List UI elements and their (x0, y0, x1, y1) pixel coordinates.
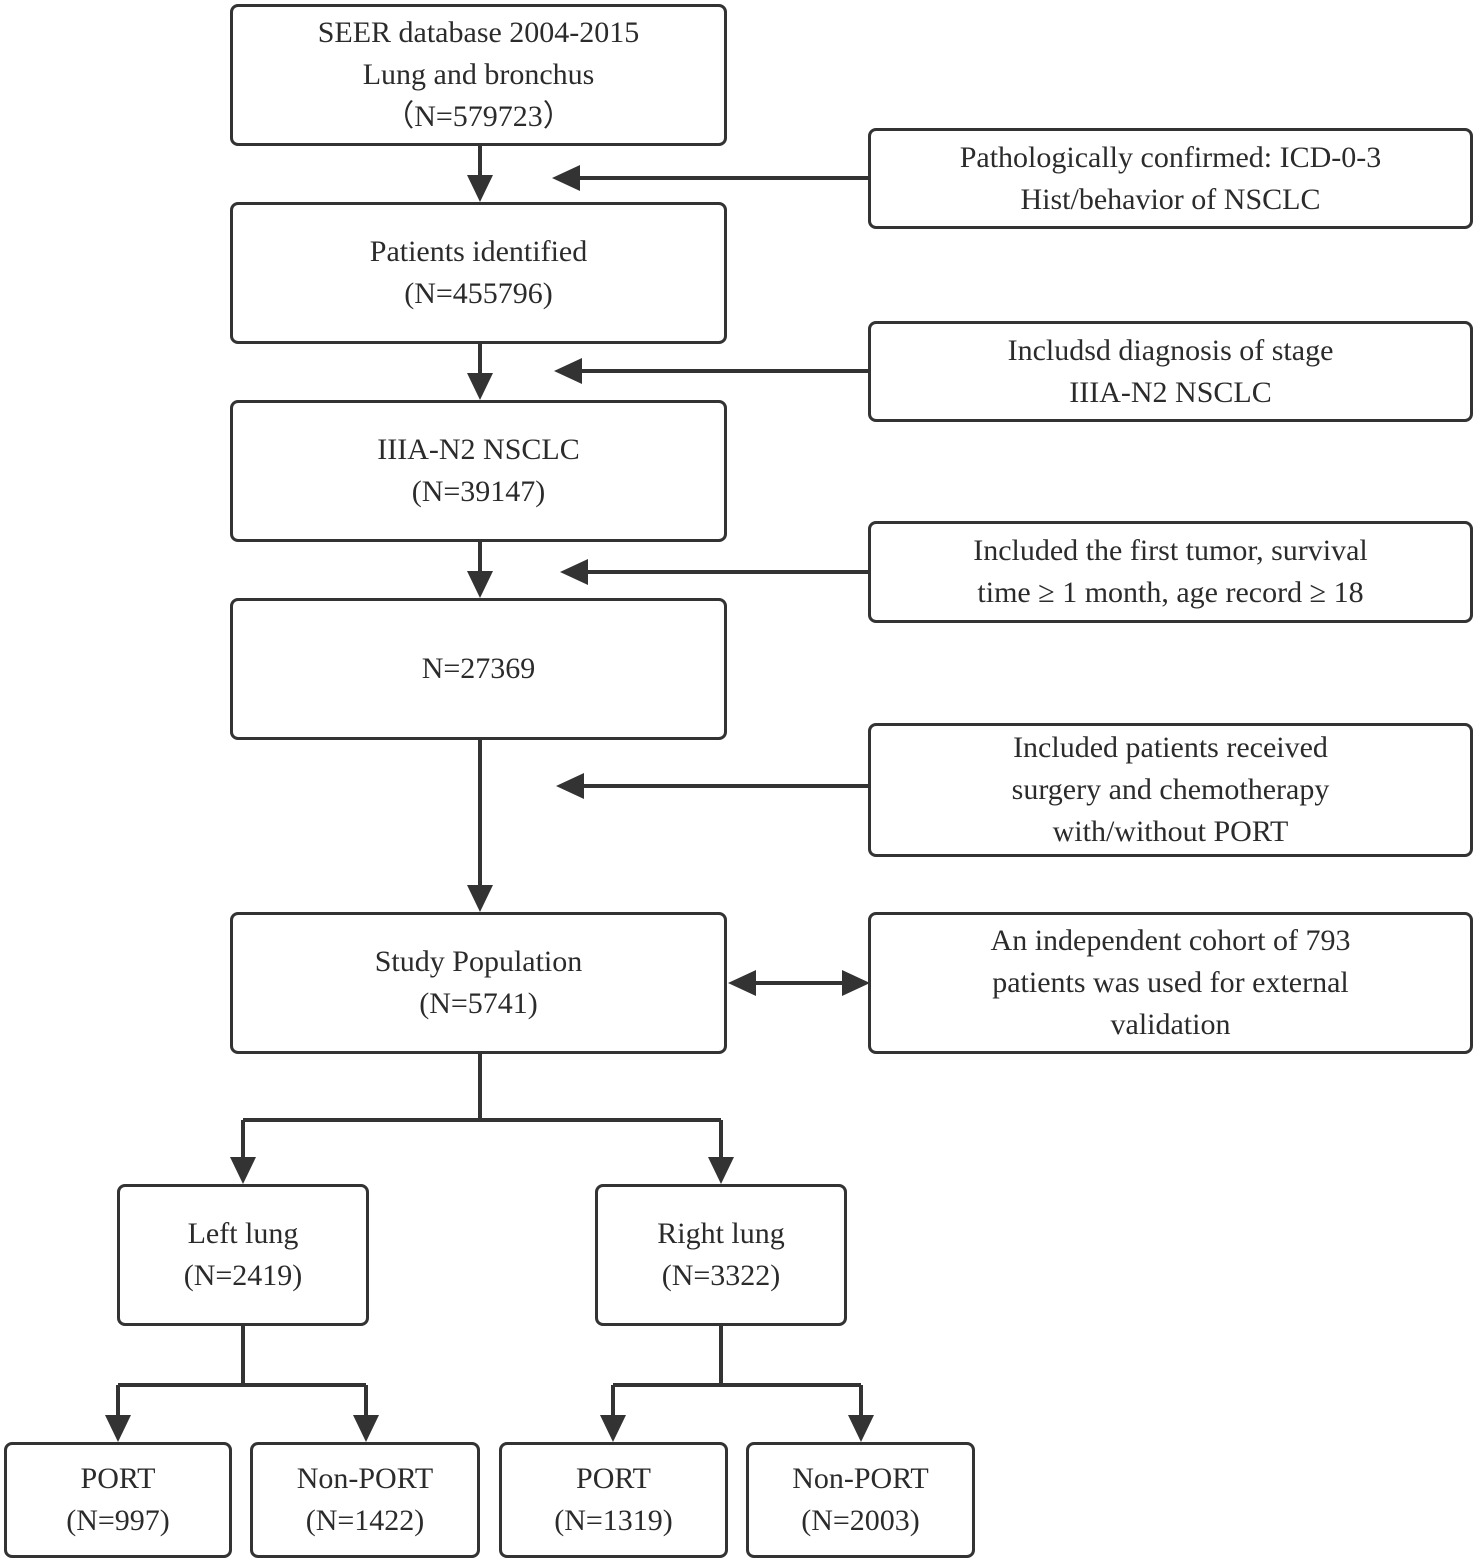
stage-line-1: Includsd diagnosis of stage (1007, 333, 1334, 367)
treatment-line-1: Included patients received (1013, 731, 1328, 764)
n27369-box: N=27369 (230, 598, 727, 740)
left-port-line-2: (N=997) (66, 1504, 170, 1537)
arrow-head (353, 1415, 379, 1442)
identified-line-2: (N=455796) (404, 277, 553, 310)
iiia-line-2: (N=39147) (411, 475, 546, 508)
treatment-line-3: with/without PORT (1052, 815, 1289, 848)
treatment-criteria-box: Included patients received surgery and c… (868, 723, 1473, 857)
seer-box: SEER database 2004-2015 Lung and bronchu… (230, 4, 727, 146)
seer-line-3: （N=579723） (384, 100, 573, 133)
first-tumor-criteria-box: Included the first tumor, survival time … (868, 521, 1473, 623)
arrow-head (556, 773, 584, 799)
left-lung-line-1: Left lung (187, 1217, 299, 1250)
arrow-head (842, 970, 870, 996)
stage-criteria-box: Includsd diagnosis of stage IIIA-N2 NSCL… (868, 321, 1473, 422)
arrow-head (105, 1415, 131, 1442)
right-lung-line-1: Right lung (657, 1217, 785, 1250)
patients-identified-box: Patients identified (N=455796) (230, 202, 727, 344)
identified-line-1: Patients identified (369, 235, 588, 268)
pathology-line-1: Pathologically confirmed: ICD-0-3 (959, 140, 1382, 174)
right-lung-box: Right lung (N=3322) (595, 1184, 847, 1326)
arrow-head (467, 571, 493, 598)
external-validation-box: An independent cohort of 793 patients wa… (868, 912, 1473, 1054)
left-nonport-line-1: Non-PORT (296, 1462, 434, 1495)
pathology-line-2: Hist/behavior of NSCLC (1020, 182, 1321, 216)
first-tumor-line-2: time ≥ 1 month, age record ≥ 18 (977, 576, 1364, 609)
treatment-line-2: surgery and chemotherapy (1011, 773, 1330, 806)
arrow-head (467, 175, 493, 202)
seer-line-2: Lung and bronchus (362, 58, 595, 91)
study-line-1: Study Population (374, 945, 583, 978)
arrow-head (552, 165, 580, 191)
left-port-line-1: PORT (80, 1462, 156, 1495)
arrow-head (728, 970, 756, 996)
right-lung-line-2: (N=3322) (661, 1259, 781, 1292)
left-nonport-line-2: (N=1422) (305, 1504, 425, 1537)
pathology-criteria-box: Pathologically confirmed: ICD-0-3 Hist/b… (868, 128, 1473, 229)
study-line-2: (N=5741) (419, 987, 538, 1020)
arrow-head (230, 1157, 256, 1184)
arrow-head (467, 885, 493, 912)
arrow-head (848, 1415, 874, 1442)
left-port-box: PORT (N=997) (4, 1442, 232, 1558)
right-nonport-line-1: Non-PORT (792, 1462, 929, 1495)
arrow-head (554, 358, 582, 384)
seer-line-1: SEER database 2004-2015 (317, 16, 640, 49)
left-lung-line-2: (N=2419) (183, 1259, 303, 1292)
arrow-head (467, 373, 493, 400)
first-tumor-line-1: Included the first tumor, survival (973, 534, 1368, 567)
arrow-head (560, 559, 588, 585)
right-port-box: PORT (N=1319) (499, 1442, 728, 1558)
external-line-1: An independent cohort of 793 (990, 924, 1351, 957)
iiia-line-1: IIIA-N2 NSCLC (377, 433, 580, 466)
arrow-head (600, 1415, 626, 1442)
right-nonport-box: Non-PORT (N=2003) (746, 1442, 975, 1558)
left-lung-box: Left lung (N=2419) (117, 1184, 369, 1326)
study-population-box: Study Population (N=5741) (230, 912, 727, 1054)
external-line-2: patients was used for external (992, 966, 1349, 999)
n27369-line-1: N=27369 (421, 652, 536, 685)
stage-line-2: IIIA-N2 NSCLC (1069, 375, 1272, 409)
iiia-n2-box: IIIA-N2 NSCLC (N=39147) (230, 400, 727, 542)
right-port-line-2: (N=1319) (554, 1504, 673, 1537)
left-nonport-box: Non-PORT (N=1422) (250, 1442, 480, 1558)
external-line-3: validation (1110, 1008, 1231, 1041)
arrow-head (708, 1157, 734, 1184)
right-nonport-line-2: (N=2003) (801, 1504, 920, 1537)
right-port-line-1: PORT (576, 1462, 651, 1495)
